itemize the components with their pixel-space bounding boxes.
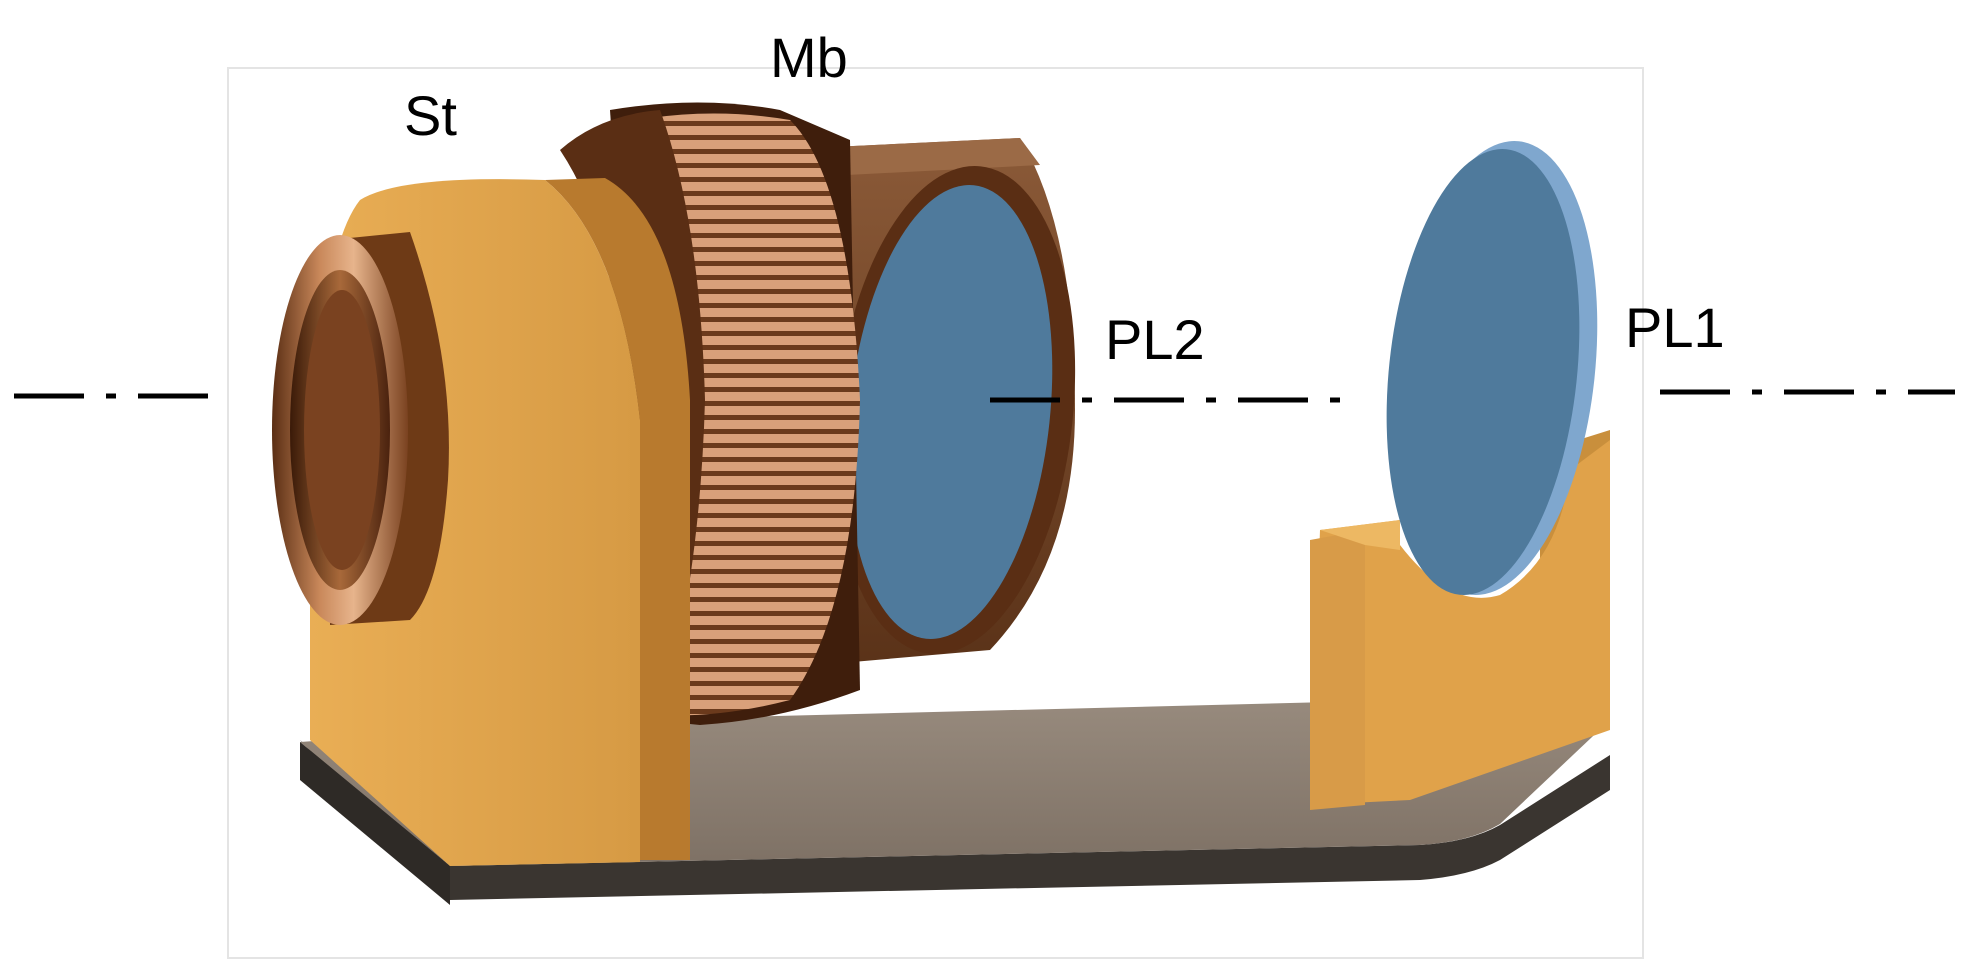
label-pl1: PL1 bbox=[1625, 296, 1725, 359]
plate-holder-right bbox=[1310, 430, 1610, 810]
stand-ring bbox=[272, 232, 449, 625]
label-mb: Mb bbox=[770, 26, 848, 89]
optical-axis bbox=[14, 389, 1955, 403]
plate-2-disc bbox=[847, 185, 1053, 639]
figure-frame bbox=[227, 67, 1644, 959]
label-st: St bbox=[404, 84, 457, 147]
plate-1-disc bbox=[1386, 141, 1598, 595]
label-pl2: PL2 bbox=[1105, 308, 1205, 371]
